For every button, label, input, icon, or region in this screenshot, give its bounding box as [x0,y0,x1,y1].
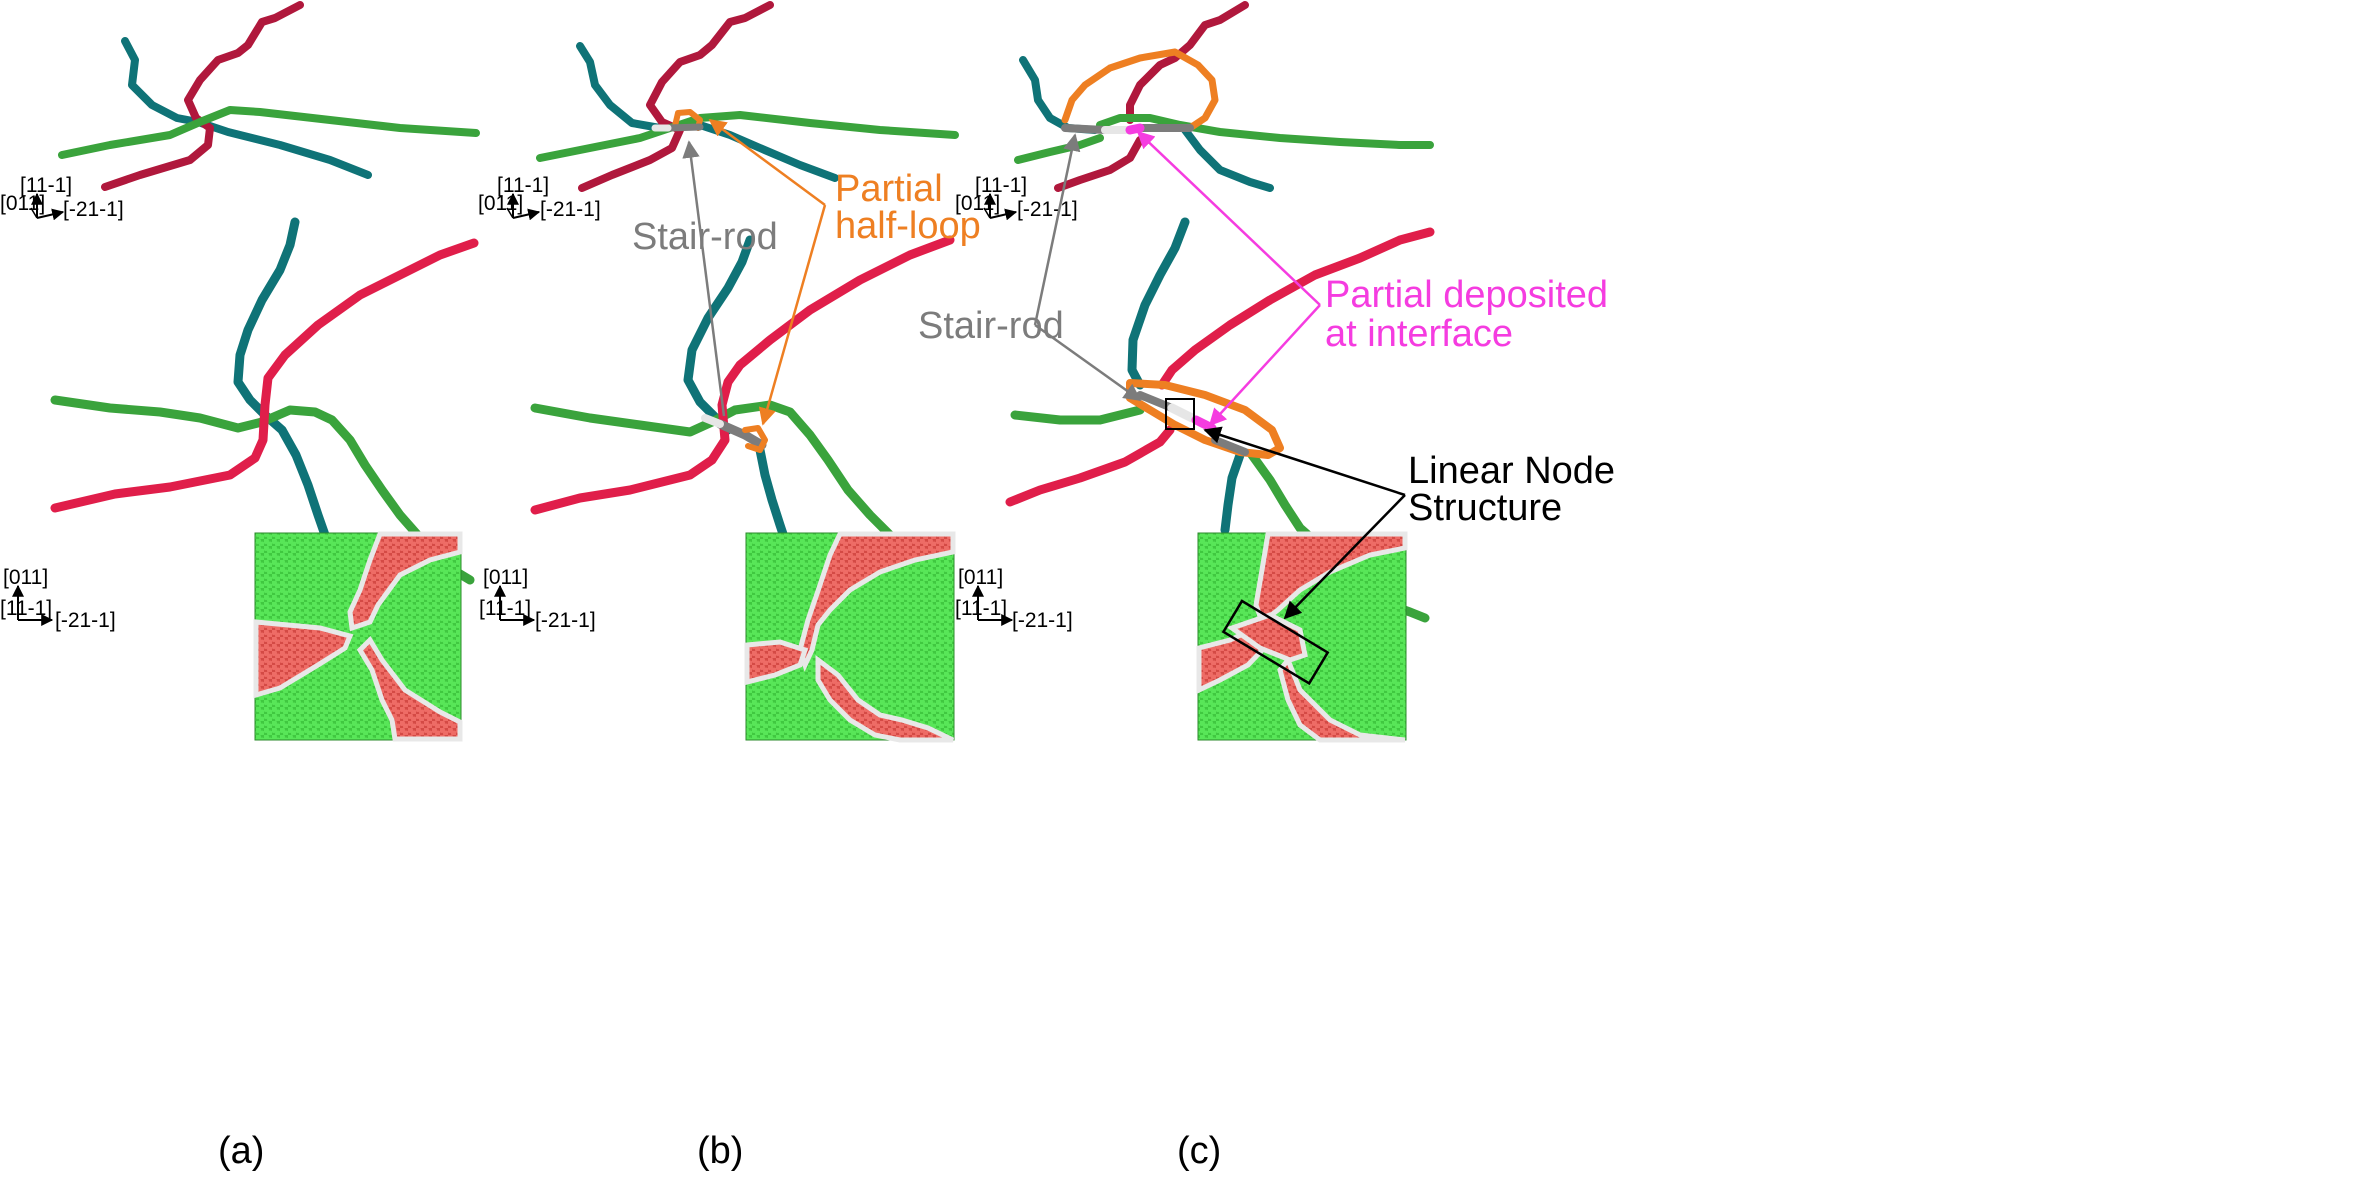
annotation-stair-rod-b: Stair-rod [632,140,778,417]
axis-label: [-21-1] [535,609,596,632]
dislocation-teal [1220,450,1245,535]
dislocation-crimson [1157,227,1435,390]
axis-label: [11-1] [479,597,531,620]
dislocation-teal [683,235,755,435]
label-partial: Partial [835,168,943,210]
axis-label: [11-1] [20,174,72,197]
axis-label: [11-1] [955,597,1007,620]
atomic-inset-a [253,531,463,742]
panel-label-b: (b) [697,1130,743,1172]
dislocation-green [1010,405,1145,425]
axis-label: [11-1] [497,174,549,197]
annotation-partial-deposited-c: Partial deposited at interface [1136,130,1608,427]
panel-label-c: (c) [1177,1130,1221,1172]
axis-label: [011] [955,192,1000,215]
axis-label: [011] [958,566,1003,589]
label-stair-rod: Stair-rod [918,305,1064,347]
label-structure: Structure [1408,487,1562,529]
label-half-loop: half-loop [835,205,981,247]
axis-label: [011] [0,192,45,215]
stair-rod-segment [664,123,704,132]
panel-c-top-view [1014,1,1434,192]
dislocation-darkred [1126,1,1249,124]
axes-a-bottom: [011] [11-1] [-21-1] [0,566,116,632]
dislocation-teal [755,445,790,545]
panel-c: [11-1] [011] [-21-1] [0 [918,1,1615,1172]
axes-b-top: [11-1] [011] [-21-1] [478,174,601,221]
panel-label-a: (a) [218,1130,264,1172]
panel-a-side-view [50,217,479,585]
axes-c-top: [11-1] [011] [-21-1] [955,174,1078,221]
atomic-inset-b [744,531,956,743]
dislocation-darkred [1054,136,1144,192]
dislocation-crimson [530,235,955,515]
partial-half-loop [742,425,768,453]
annotation-stair-rod-c: Stair-rod [918,133,1142,402]
dislocation-green [58,106,480,159]
dislocation-green [1014,134,1104,164]
axis-label: [011] [478,192,523,215]
axis-label: [-21-1] [1017,198,1078,221]
axis-label: [-21-1] [1012,609,1073,632]
partial-loop-orange [1061,48,1219,132]
dislocation-crimson [1005,425,1175,507]
stair-rod-segment [715,419,767,450]
label-linear-node: Linear Node [1408,450,1615,492]
dislocation-teal [1019,56,1099,134]
partial-loop-orange [1126,379,1284,459]
axis-label: [11-1] [0,597,52,620]
annotation-partial-half-loop-b: Partial half-loop [708,118,981,426]
dislocation-darkred [578,1,774,192]
dislocation-teal [121,37,372,179]
stair-rod-segment [1061,124,1109,134]
dislocation-green [1096,114,1434,149]
dislocation-teal [576,42,839,182]
axes-c-bottom: [011] [11-1] [-21-1] [955,566,1073,632]
dislocation-green [530,400,925,570]
interface-node [701,414,724,428]
panel-b-side-view [530,235,955,570]
dislocation-green [50,395,475,585]
axis-label: [11-1] [975,174,1027,197]
label-partial-deposited: Partial deposited [1325,274,1608,316]
label-stair-rod: Stair-rod [632,216,778,258]
dislocation-crimson [50,238,479,513]
dislocation-green [536,111,959,162]
annotation-linear-node-c: Linear Node Structure [1165,398,1615,686]
partial-half-loop [672,109,703,131]
axis-label: [011] [3,566,48,589]
dislocation-darkred [101,1,304,191]
axis-label: [-21-1] [63,198,124,221]
panel-a-top-view [58,1,480,191]
axis-label: [-21-1] [540,198,601,221]
axes-a-top: [11-1] [011] [-21-1] [0,174,124,221]
label-at-interface: at interface [1325,313,1513,355]
partial-deposited-magenta [1125,123,1145,135]
axis-label: [-21-1] [55,609,116,632]
panel-b: [11-1] [011] [-21-1] [011] [11-1] [-21-1… [478,1,981,1172]
panel-a: [11-1] [011] [-21-1] [011] [11-1] [-21-1… [0,1,480,1172]
interface-node [1167,403,1197,423]
dislocation-teal [1127,217,1190,390]
axis-label: [011] [483,566,528,589]
dislocation-teal [1181,126,1274,192]
axes-b-bottom: [011] [11-1] [-21-1] [479,566,596,632]
dislocation-teal [233,217,330,540]
panel-b-top-view [536,1,959,192]
